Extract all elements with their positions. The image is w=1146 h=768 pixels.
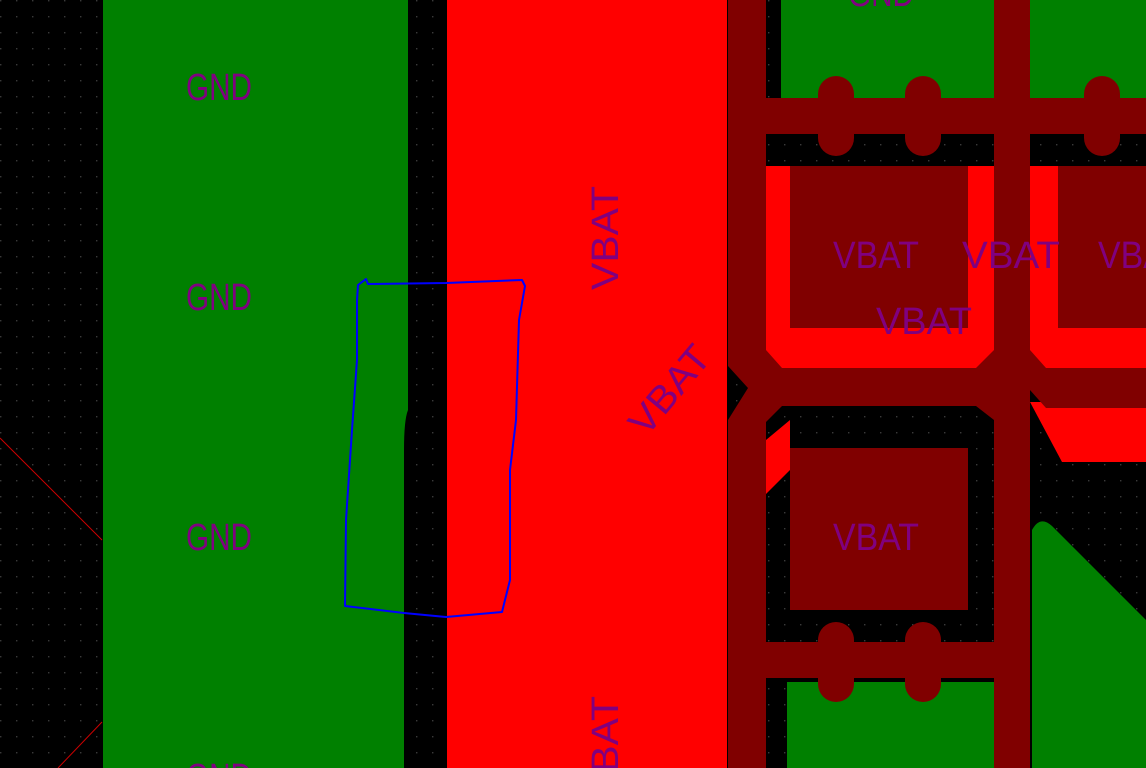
gnd-label-4: GND xyxy=(186,757,252,768)
ratsnest-line-2 xyxy=(57,721,103,768)
vbat-pad-label-3: VBAT xyxy=(1098,235,1146,277)
vbat-pad-1[interactable] xyxy=(790,166,968,328)
vbat-pad-label-1: VBAT xyxy=(833,235,919,277)
gnd-label-3: GND xyxy=(186,517,252,559)
vbat-pad-label-overlap: VBAT xyxy=(876,301,972,343)
gnd-island-bottom-right[interactable] xyxy=(1032,521,1146,768)
gnd-island-top-left[interactable] xyxy=(781,0,994,98)
vbat-copper-zone[interactable] xyxy=(447,0,727,768)
selection-outline[interactable] xyxy=(344,278,526,618)
vbat-pad-2[interactable] xyxy=(1058,166,1146,328)
vbat-pad-3[interactable] xyxy=(790,448,968,610)
gnd-label-top-partial: GND xyxy=(848,0,914,15)
gnd-copper-zone[interactable] xyxy=(103,0,408,768)
vbat-zone-right-mid[interactable] xyxy=(1030,402,1146,462)
vbat-zone-right-small[interactable] xyxy=(766,420,790,494)
gnd-island-top-right[interactable] xyxy=(1030,0,1146,98)
gnd-island-bottom-left[interactable] xyxy=(787,682,997,768)
vbat-label-vertical-1: VBAT xyxy=(585,186,627,290)
vbat-label-vertical-2: VBAT xyxy=(585,696,627,768)
gnd-label-2: GND xyxy=(186,277,252,319)
gnd-label-1: GND xyxy=(186,67,252,109)
vbat-pad-label-4: VBAT xyxy=(833,517,919,559)
vbat-pad-label-2: VBAT xyxy=(962,235,1060,277)
smd-pads[interactable] xyxy=(818,76,1120,702)
ratsnest-line xyxy=(0,437,103,541)
